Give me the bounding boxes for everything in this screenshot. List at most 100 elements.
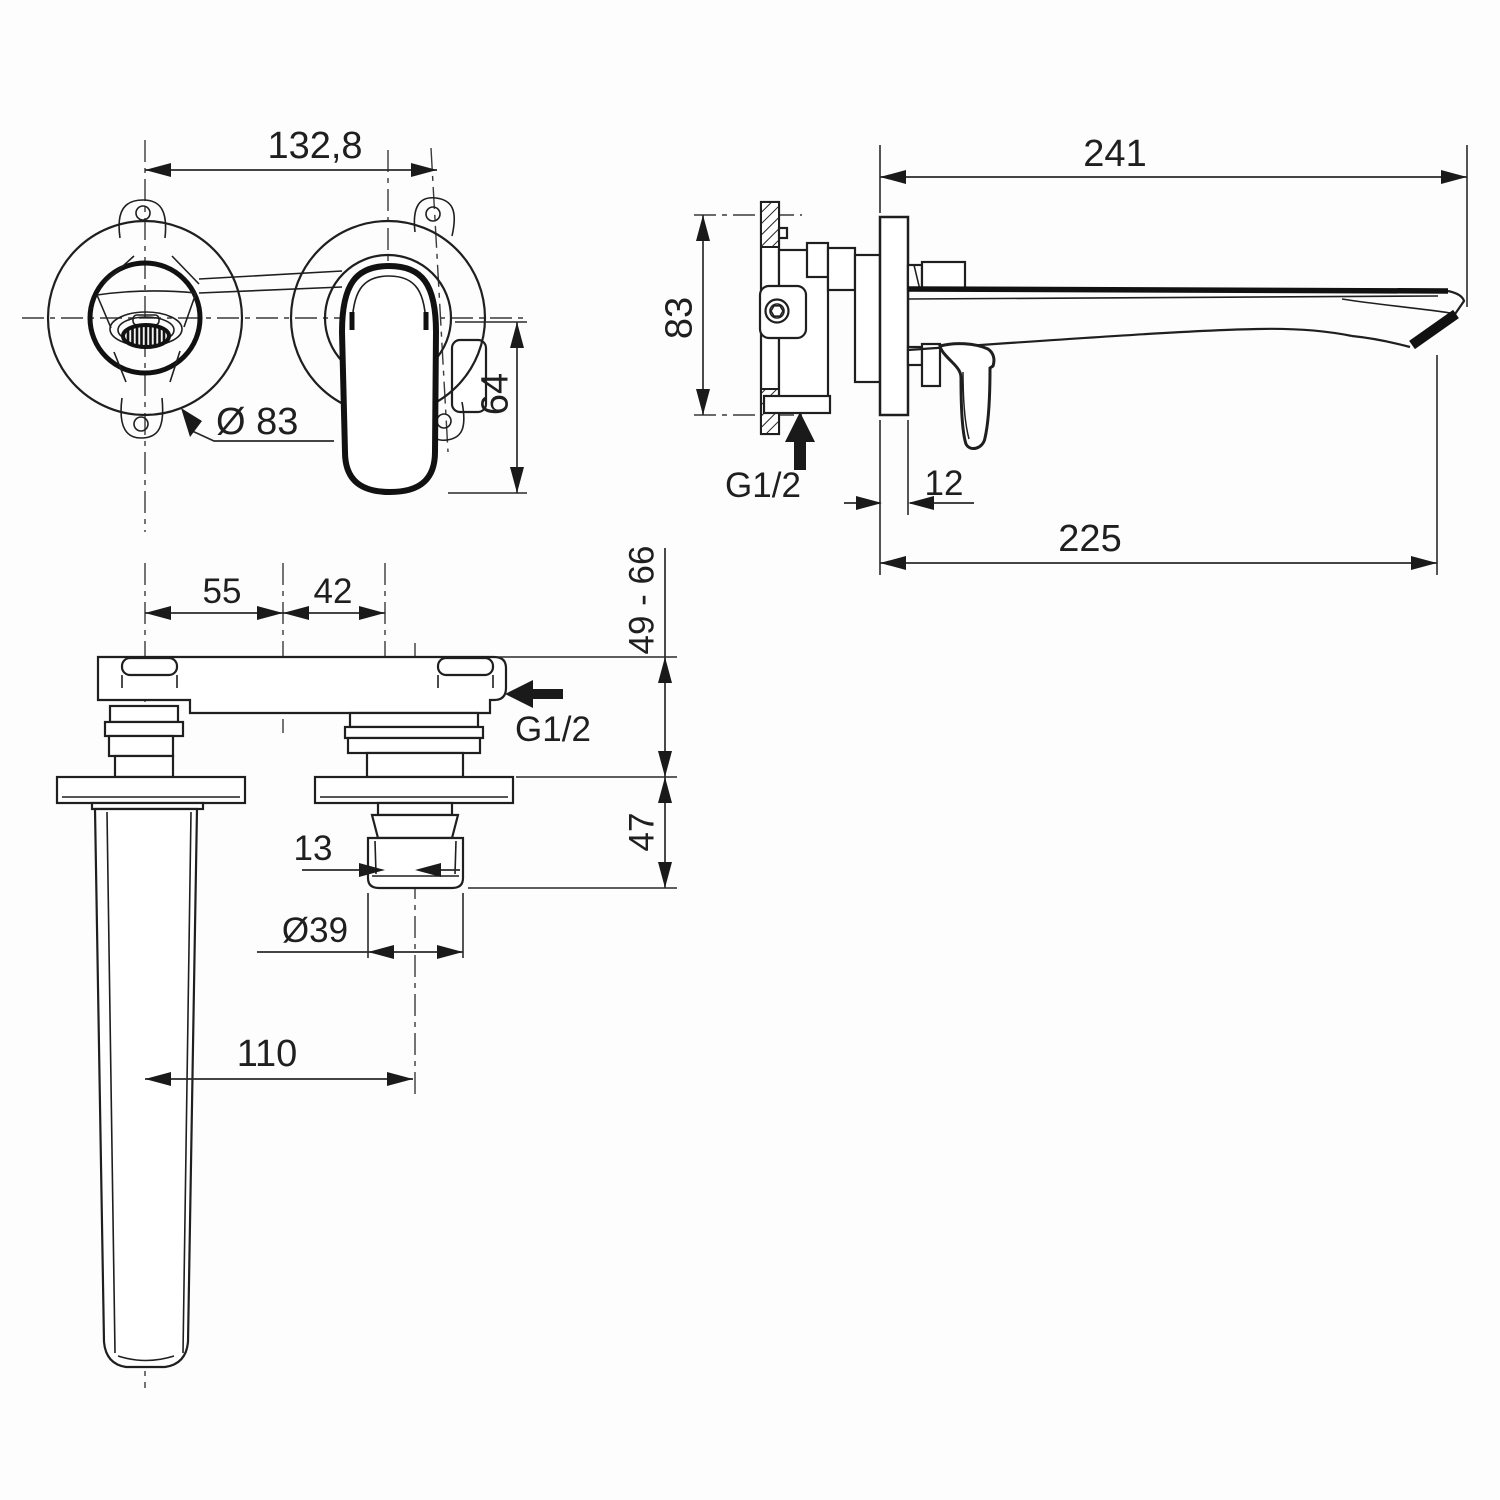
mouth-inner-curve	[1341, 298, 1451, 314]
union-collar	[103, 720, 185, 738]
spout-body-edge	[198, 270, 343, 280]
spout-side	[907, 286, 1466, 352]
arrowhead	[658, 777, 672, 803]
arrowhead	[257, 606, 283, 620]
spout-tip	[1447, 289, 1466, 318]
dim-value-64: 64	[474, 373, 516, 415]
spout-top-inner-line	[907, 295, 1439, 300]
handle-inner-arc	[351, 275, 427, 331]
spout-supply-tube	[93, 807, 199, 1369]
leader-line	[189, 429, 334, 442]
dimension-spout-projection: 225	[880, 355, 1438, 575]
spout-escutcheon-edge	[55, 775, 247, 805]
dimension-bracket-height: 83	[658, 215, 710, 415]
dim-value-110: 110	[237, 1033, 298, 1075]
up-arrow-icon	[785, 412, 815, 442]
dim-value-47: 47	[622, 813, 661, 852]
socket-taper	[370, 813, 460, 840]
body-foot	[762, 394, 832, 415]
faceplate-side	[183, 292, 197, 328]
arrowhead	[510, 322, 524, 348]
arrowhead	[880, 170, 906, 184]
handle-escutcheon-front	[289, 197, 488, 496]
arrowhead	[1441, 170, 1467, 184]
arrowhead	[510, 467, 524, 493]
bracket-hatched-section	[760, 201, 780, 248]
arrowhead	[145, 606, 171, 620]
cartridge-sleeve	[853, 253, 882, 384]
arrowhead	[658, 657, 672, 683]
fixing-slot	[436, 656, 495, 677]
inlet-thread-marker-side: G1/2	[725, 412, 815, 505]
spout-mount-step	[920, 260, 967, 292]
body-step	[805, 241, 830, 279]
arrowhead	[411, 163, 437, 177]
centerline-ear-axis	[430, 147, 449, 453]
connector-socket	[366, 813, 465, 890]
arrowhead	[437, 945, 463, 959]
arrowhead	[387, 1072, 413, 1086]
concealed-mixer-body	[758, 241, 882, 415]
arrowhead	[908, 496, 934, 510]
inlet-thread-marker-plan: G1/2	[505, 680, 591, 749]
tube-outline	[93, 807, 199, 1369]
body-bar	[96, 655, 508, 715]
cup-inner-line	[454, 840, 457, 875]
dimension-connector-diameter: Ø39	[257, 893, 464, 959]
label-g12-plan: G1/2	[515, 710, 591, 749]
spout-top-edge	[907, 286, 1449, 294]
mouth-underside	[1351, 334, 1411, 349]
spout-body-edge	[198, 286, 343, 294]
spout-flange-circle	[87, 260, 203, 376]
mounting-ear-top	[413, 197, 456, 237]
dimension-axis-offset: 13	[294, 829, 460, 877]
cartridge-flange	[346, 736, 482, 755]
dim-value-225: 225	[1058, 518, 1121, 560]
dimension-spout-to-connector: 110	[145, 1033, 413, 1086]
faceplate-leg	[113, 351, 127, 383]
spout-union	[103, 704, 185, 779]
dim-value-132-8: 132,8	[267, 125, 362, 167]
dimension-axis-spacing: 55 42	[145, 572, 385, 620]
faceplate-side	[96, 294, 112, 329]
dimension-depth-chain: 49 - 66 47	[468, 546, 677, 889]
dim-value-42: 42	[314, 572, 353, 611]
dimension-escutcheon-diameter: Ø 83	[181, 401, 334, 443]
arrowhead	[658, 862, 672, 888]
mixer-body-plan	[96, 655, 508, 715]
left-arrow-icon	[505, 680, 533, 708]
hex-socket-screw	[770, 304, 784, 318]
dim-value-49-66: 49 - 66	[622, 546, 661, 655]
arrowhead	[880, 556, 906, 570]
up-arrow-shaft	[794, 442, 806, 470]
dimension-center-distance: 132,8	[145, 125, 437, 177]
arrowhead	[368, 945, 394, 959]
faceplate-wing	[171, 255, 200, 285]
dimension-total-projection: 241	[879, 133, 1468, 307]
step-edge	[913, 264, 921, 291]
bracket-lug	[777, 226, 789, 240]
faceplate-leg	[169, 350, 181, 383]
arrowhead	[359, 863, 385, 877]
side-view: G1/2 241 83 12	[658, 133, 1468, 575]
wall-escutcheon-side	[878, 215, 910, 417]
socket-cup	[366, 836, 465, 890]
dim-value-13: 13	[294, 829, 333, 868]
cartridge-neck	[348, 711, 480, 729]
left-arrow-shaft	[533, 689, 563, 699]
spout-escutcheon-front	[46, 199, 244, 439]
cartridge-body	[365, 751, 465, 779]
plan-view: G1/2 55 42 49 - 66 47	[55, 546, 677, 1388]
front-view: 132,8 Ø 83 64	[22, 125, 528, 532]
union-neck	[108, 704, 180, 724]
handle-mount-step	[920, 342, 942, 388]
handle-blade	[938, 342, 996, 451]
cartridge-flange	[343, 725, 485, 740]
dim-value-dia-83: Ø 83	[216, 401, 298, 443]
handle-blade-edge	[962, 371, 970, 440]
arrowhead	[658, 751, 672, 777]
dimension-escutcheon-thickness: 12	[844, 420, 974, 575]
